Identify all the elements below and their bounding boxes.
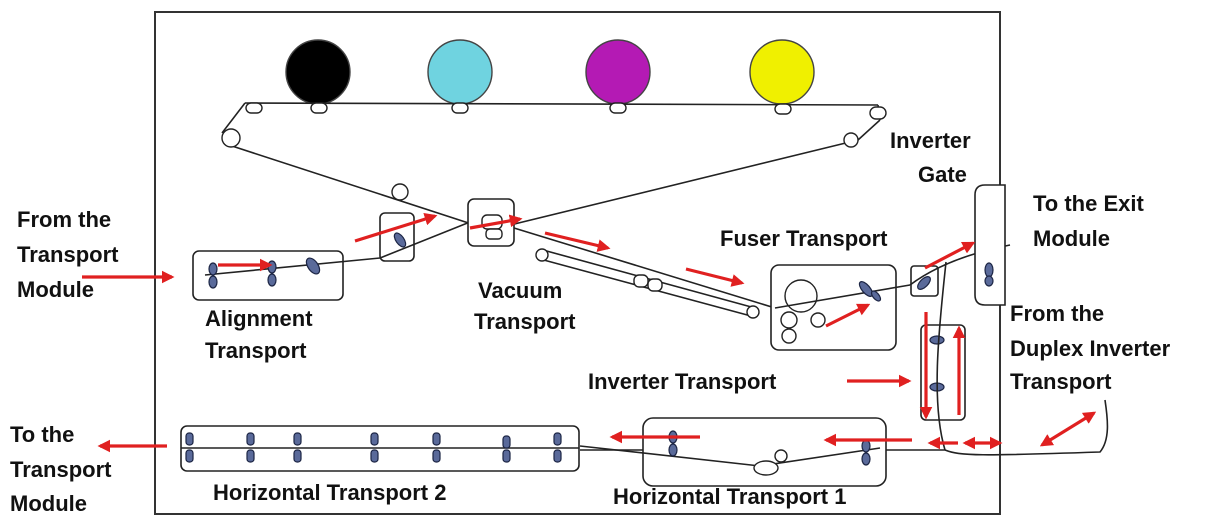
label-vacuum-1: Vacuum [478, 278, 562, 303]
label-from-duplex-1: From the [1010, 301, 1104, 326]
label-to-exit-1: To the Exit [1033, 191, 1144, 216]
toner-black [285, 39, 351, 105]
label-horizontal-1: Horizontal Transport 1 [613, 484, 846, 509]
flow-arrows [82, 212, 1097, 453]
label-from-transport-3: Module [17, 277, 94, 302]
label-alignment-1: Alignment [205, 306, 313, 331]
label-inverter-transport: Inverter Transport [588, 369, 777, 394]
inverter-transport [920, 261, 966, 451]
label-from-duplex-3: Transport [1010, 369, 1112, 394]
transfer-belt [221, 102, 887, 231]
label-from-transport-1: From the [17, 207, 111, 232]
label-fuser-transport: Fuser Transport [720, 226, 888, 251]
toner-cyan [427, 39, 493, 105]
label-alignment-2: Transport [205, 338, 307, 363]
label-from-transport-2: Transport [17, 242, 119, 267]
horizontal-transport-1 [579, 417, 887, 487]
duplex-path [580, 399, 1109, 456]
label-to-transport-3: Module [10, 491, 87, 516]
exit-module-panel [974, 184, 1006, 306]
label-to-transport-2: Transport [10, 457, 112, 482]
toner-magenta [585, 39, 651, 105]
label-inverter-gate-1: Inverter [890, 128, 971, 153]
label-to-transport-1: To the [10, 422, 74, 447]
label-horizontal-2: Horizontal Transport 2 [213, 480, 446, 505]
toner-yellow [749, 39, 815, 105]
label-inverter-gate-2: Gate [918, 162, 967, 187]
label-from-duplex-2: Duplex Inverter [1010, 336, 1171, 361]
label-vacuum-2: Transport [474, 309, 576, 334]
fuser-transport [770, 264, 911, 351]
transfer-box [467, 198, 515, 247]
alignment-transport [192, 250, 381, 301]
label-to-exit-2: Module [1033, 226, 1110, 251]
horizontal-transport-2 [180, 425, 580, 472]
vacuum-transport [513, 227, 776, 319]
